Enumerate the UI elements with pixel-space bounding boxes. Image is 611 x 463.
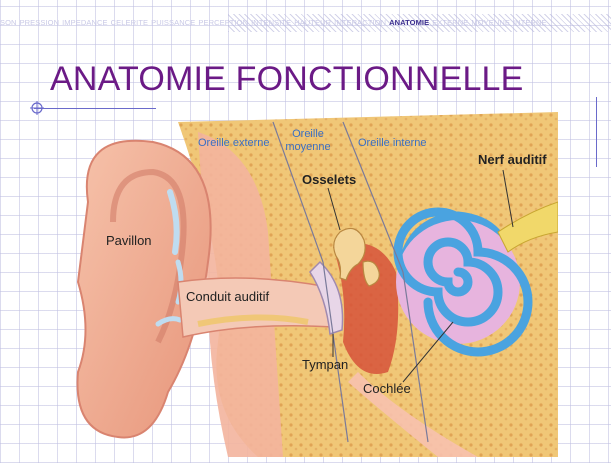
nav-word-interne[interactable]: INTERNE bbox=[513, 18, 547, 27]
label-tympan: Tympan bbox=[302, 357, 348, 372]
label-oreille-moyenne-2: moyenne bbox=[285, 141, 330, 153]
nav-word-externe[interactable]: EXTERNE bbox=[432, 18, 468, 27]
nav-word-hauteur[interactable]: HAUTEUR bbox=[294, 18, 331, 27]
label-conduit-auditif: Conduit auditif bbox=[186, 289, 269, 304]
label-oreille-moyenne-1: Oreille bbox=[292, 128, 324, 140]
nav-word-anatomie[interactable]: ANATOMIE bbox=[389, 18, 429, 27]
nav-word-celerite[interactable]: CELERITE bbox=[111, 18, 148, 27]
nav-word-intensite[interactable]: INTENSITE bbox=[251, 18, 291, 27]
label-pavillon: Pavillon bbox=[106, 233, 152, 248]
nav-word-impedance[interactable]: IMPEDANCE bbox=[62, 18, 108, 27]
page-title: ANATOMIE FONCTIONNELLE bbox=[50, 60, 524, 99]
nav-word-perception[interactable]: PERCEPTION bbox=[198, 18, 248, 27]
ear-anatomy-illustration: Oreille externe Oreille moyenne Oreille … bbox=[58, 112, 558, 457]
label-osselets: Osselets bbox=[302, 172, 356, 187]
label-oreille-interne: Oreille interne bbox=[358, 137, 426, 149]
nav-word-pression[interactable]: PRESSION bbox=[20, 18, 60, 27]
title-rule bbox=[34, 108, 156, 109]
nav-word-moyenne[interactable]: MOYENNE bbox=[471, 18, 510, 27]
label-cochlee: Cochlée bbox=[363, 381, 411, 396]
nav-word-interaction[interactable]: INTERACTION bbox=[334, 18, 386, 27]
nav-word-son[interactable]: SON bbox=[0, 18, 17, 27]
label-nerf-auditif: Nerf auditif bbox=[478, 152, 547, 167]
label-oreille-externe: Oreille externe bbox=[198, 137, 270, 149]
nav-word-puissance[interactable]: PUISSANCE bbox=[151, 18, 195, 27]
slide-vertical-rule bbox=[596, 97, 597, 167]
circle-bullet-icon bbox=[30, 101, 44, 115]
